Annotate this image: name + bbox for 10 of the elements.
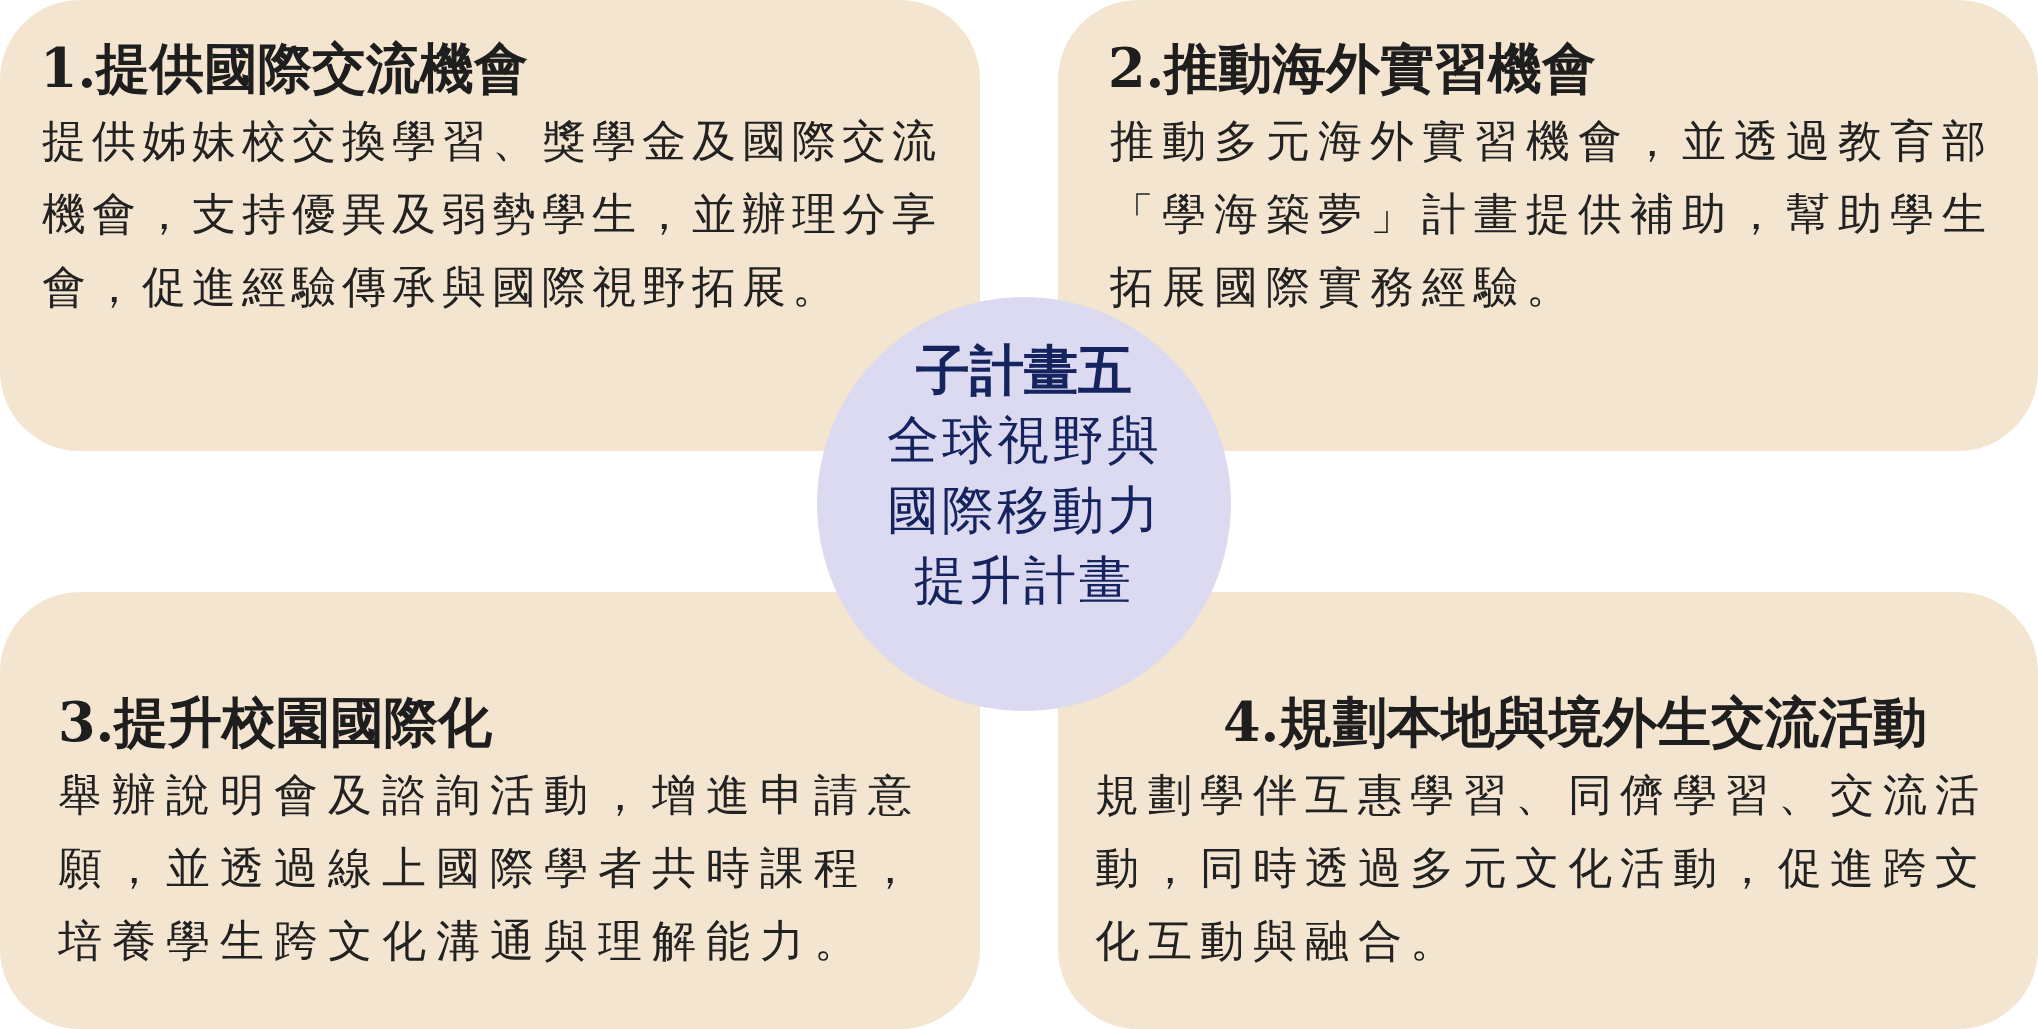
card-text: 提供姊妹校交換學習、獎學金及國際交流機會，支持優異及弱勢學生，並辦理分享會，促進經驗傳承與國際視野拓展。	[42, 114, 943, 314]
card-heading: 2.推動海外實習機會	[1108, 36, 1597, 100]
card-heading: 1.提供國際交流機會	[40, 36, 529, 100]
card-text: 推動多元海外實習機會，並透過教育部「學海築夢」計畫提供補助，幫助學生拓展國際實務經驗。	[1110, 114, 1995, 314]
card-text: 規劃學伴互惠學習、同儕學習、交流活動，同時透過多元文化活動，促進跨文化互動與融合。	[1095, 768, 1989, 968]
circle-text: 全球視野與國際移動力提升計畫	[885, 409, 1163, 612]
circle-title: 子計畫五	[915, 339, 1133, 403]
card-heading: 3.提升校園國際化	[58, 690, 493, 754]
card-heading: 4.規劃本地與境外生交流活動	[1223, 690, 1928, 754]
card-text: 舉辦說明會及諮詢活動，增進申請意願，並透過線上國際學者共時課程，培養學生跨文化溝通與理解能力。	[58, 768, 923, 968]
